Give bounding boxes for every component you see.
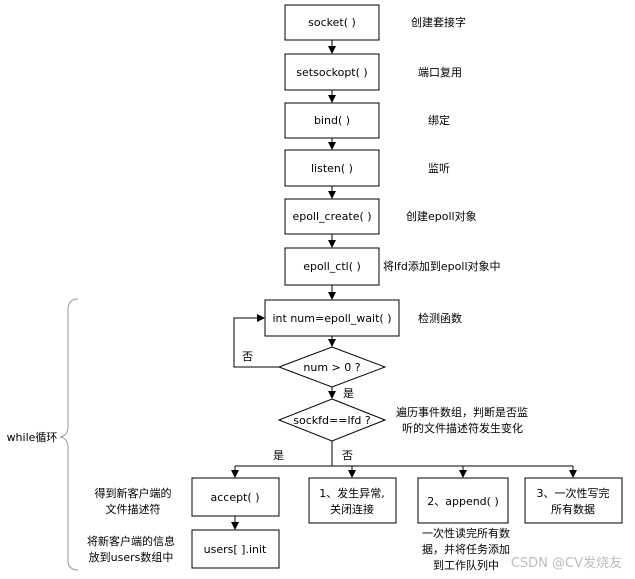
svg-text:据，并将任务添加: 据，并将任务添加 [422, 542, 510, 556]
note-epoll-ctl: 将lfd添加到epoll对象中 [383, 259, 501, 273]
svg-text:users[ ].init: users[ ].init [204, 543, 267, 556]
while-loop-label: while循环 [7, 431, 58, 444]
note-append: 一次性读完所有数 据，并将任务添加 到工作队列中 [422, 526, 510, 572]
node-socket: socket( ) [284, 4, 380, 41]
svg-text:所有数据: 所有数据 [551, 502, 595, 516]
svg-text:listen( ): listen( ) [311, 162, 353, 175]
note-accept: 得到新客户端的 文件描述符 [95, 486, 172, 516]
node-accept: accept( ) [191, 477, 280, 517]
decision-sockfd: sockfd==lfd ? [277, 398, 387, 442]
svg-text:accept( ): accept( ) [211, 491, 260, 504]
node-epoll-create: epoll_create( ) [284, 198, 380, 235]
node-branch2: 2、append( ) [417, 477, 509, 524]
node-branch1: 1、发生异常, 关闭连接 [308, 477, 397, 524]
svg-text:放到users数组中: 放到users数组中 [89, 550, 174, 564]
svg-text:num > 0 ?: num > 0 ? [303, 361, 360, 374]
svg-text:一次性读完所有数: 一次性读完所有数 [422, 526, 510, 540]
svg-text:听的文件描述符发生变化: 听的文件描述符发生变化 [402, 421, 523, 435]
svg-text:sockfd==lfd ?: sockfd==lfd ? [293, 414, 371, 427]
connectors [231, 40, 577, 530]
node-listen: listen( ) [284, 149, 380, 187]
note-sockfd: 遍历事件数组，判断是否监 听的文件描述符发生变化 [396, 405, 528, 435]
note-epoll-wait: 检测函数 [418, 311, 462, 325]
note-setsockopt: 端口复用 [418, 65, 462, 79]
svg-text:文件描述符: 文件描述符 [106, 502, 161, 516]
svg-text:3、一次性写完: 3、一次性写完 [537, 486, 610, 500]
note-epoll-create: 创建epoll对象 [406, 209, 477, 223]
note-users-init: 将新客户端的信息 放到users数组中 [87, 534, 175, 564]
svg-text:得到新客户端的: 得到新客户端的 [95, 486, 172, 500]
edge-label-no-sockfd: 否 [342, 449, 353, 462]
svg-text:关闭连接: 关闭连接 [330, 502, 374, 516]
node-branch3: 3、一次性写完 所有数据 [524, 477, 623, 524]
edge-label-yes-sockfd: 是 [273, 449, 284, 462]
note-listen: 监听 [428, 162, 450, 175]
edge-label-yes-num: 是 [343, 387, 354, 400]
node-epoll-ctl: epoll_ctl( ) [284, 247, 380, 286]
svg-text:1、发生异常,: 1、发生异常, [319, 486, 385, 500]
watermark: CSDN @CV发烧友 [511, 555, 622, 571]
svg-text:setsockopt( ): setsockopt( ) [296, 66, 367, 79]
svg-text:int num=epoll_wait( ): int num=epoll_wait( ) [273, 312, 392, 325]
svg-text:遍历事件数组，判断是否监: 遍历事件数组，判断是否监 [396, 405, 528, 419]
node-users-init: users[ ].init [191, 529, 280, 569]
while-loop-brace [59, 298, 79, 571]
node-setsockopt: setsockopt( ) [284, 53, 380, 91]
svg-text:到工作队列中: 到工作队列中 [433, 558, 499, 572]
svg-text:epoll_ctl( ): epoll_ctl( ) [303, 260, 361, 273]
note-socket: 创建套接字 [411, 15, 466, 29]
note-bind: 绑定 [428, 113, 450, 127]
svg-text:epoll_create( ): epoll_create( ) [292, 210, 371, 223]
edge-label-no-loop: 否 [242, 350, 253, 363]
node-bind: bind( ) [284, 102, 380, 139]
svg-text:socket( ): socket( ) [308, 16, 356, 29]
svg-text:2、append( ): 2、append( ) [427, 495, 499, 508]
svg-text:将新客户端的信息: 将新客户端的信息 [87, 534, 175, 548]
node-epoll-wait: int num=epoll_wait( ) [264, 299, 400, 337]
decision-num: num > 0 ? [277, 346, 387, 388]
svg-text:bind( ): bind( ) [314, 114, 350, 127]
